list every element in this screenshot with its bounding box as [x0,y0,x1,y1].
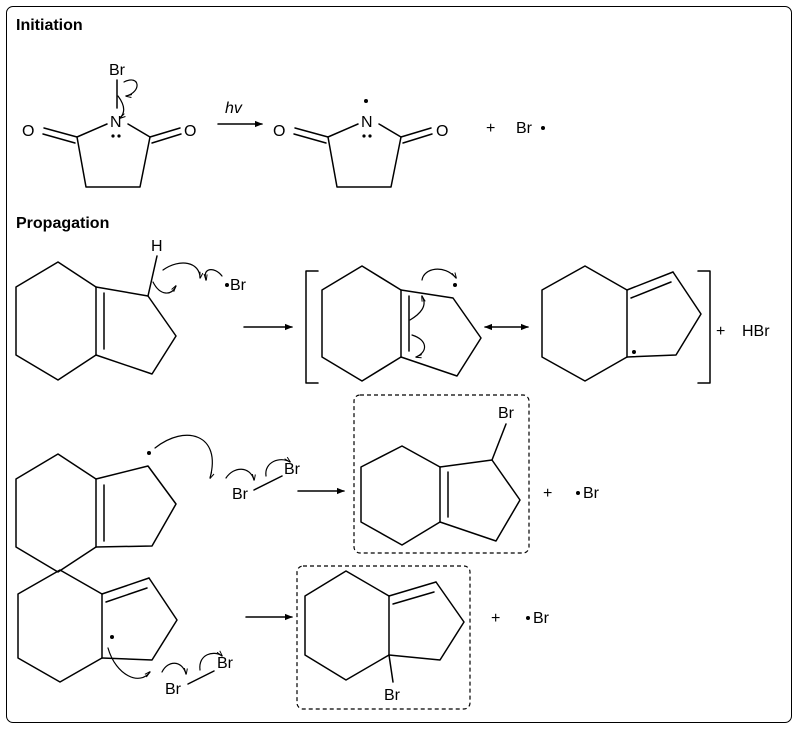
hbr-label: HBr [742,323,770,340]
br2-left-row3: Br [165,681,182,698]
curved-arrow-ch-bond [152,281,176,294]
br-radical-row3: Br [533,610,550,627]
br-radical-row1: Br [230,277,247,294]
nbs-molecule: Br N O O [22,62,196,188]
curved-arrow-radical-row2 [154,434,212,478]
bromine-radical-label: Br [516,120,533,137]
curved-arrow-radical-row3 [107,647,150,679]
atom-br-product1: Br [498,405,515,422]
curved-arrow-br-fishhook [123,79,138,96]
tetrahydroindane-start: H [15,238,223,381]
bracket-right [697,270,711,384]
curved-arrow-n-fishhook [117,95,124,118]
atom-o-radical-left: O [273,123,285,140]
allylic-radical-row2 [15,434,212,573]
allylic-radical-b [541,265,702,382]
curved-arrow-brbr-4 [199,653,222,671]
product-box-2 [296,565,471,710]
br-radical-row2: Br [583,485,600,502]
propagation-heading: Propagation [16,215,109,232]
allylic-radical-a [321,265,482,382]
succinimidyl-radical: N O O [273,99,448,188]
curved-arrow-brbr-3 [161,662,186,674]
product-box-1 [353,394,530,554]
atom-n-radical: N [361,114,373,131]
plus-row2: + [543,485,552,502]
hv-label: hv [225,100,243,117]
allylic-radical-row3 [17,569,178,683]
curved-arrow-h-bond [162,262,200,278]
curved-arrow-brbr-1 [225,468,254,480]
plus-sign: + [486,120,495,137]
plus-row3: + [491,610,500,627]
curved-arrow-pi-1 [409,296,424,321]
atom-o-nbs-right: O [184,123,196,140]
br2-row2: Br Br [225,460,301,503]
curved-arrow-br-radical [205,269,223,280]
allylic-bromide-product: Br [360,405,521,546]
plus-hbr: + [716,323,725,340]
initiation-heading: Initiation [16,17,83,34]
atom-o-radical-right: O [436,123,448,140]
tertiary-bromide-product: Br [304,570,465,704]
atom-h: H [151,238,163,255]
atom-br-product2: Br [384,687,401,704]
atom-n-nbs: N [110,114,122,131]
br2-left-row2: Br [232,486,249,503]
br2-right-row2: Br [284,461,301,478]
curved-arrow-brbr-2 [265,460,290,477]
br2-row3: Br Br [161,653,234,698]
curved-arrow-pi-2 [411,334,426,357]
atom-o-nbs-left: O [22,123,34,140]
bracket-left [305,270,319,384]
br2-right-row3: Br [217,655,234,672]
scheme-frame [6,6,792,723]
curved-arrow-radical-1 [421,268,456,281]
atom-br-nbs: Br [109,62,126,79]
